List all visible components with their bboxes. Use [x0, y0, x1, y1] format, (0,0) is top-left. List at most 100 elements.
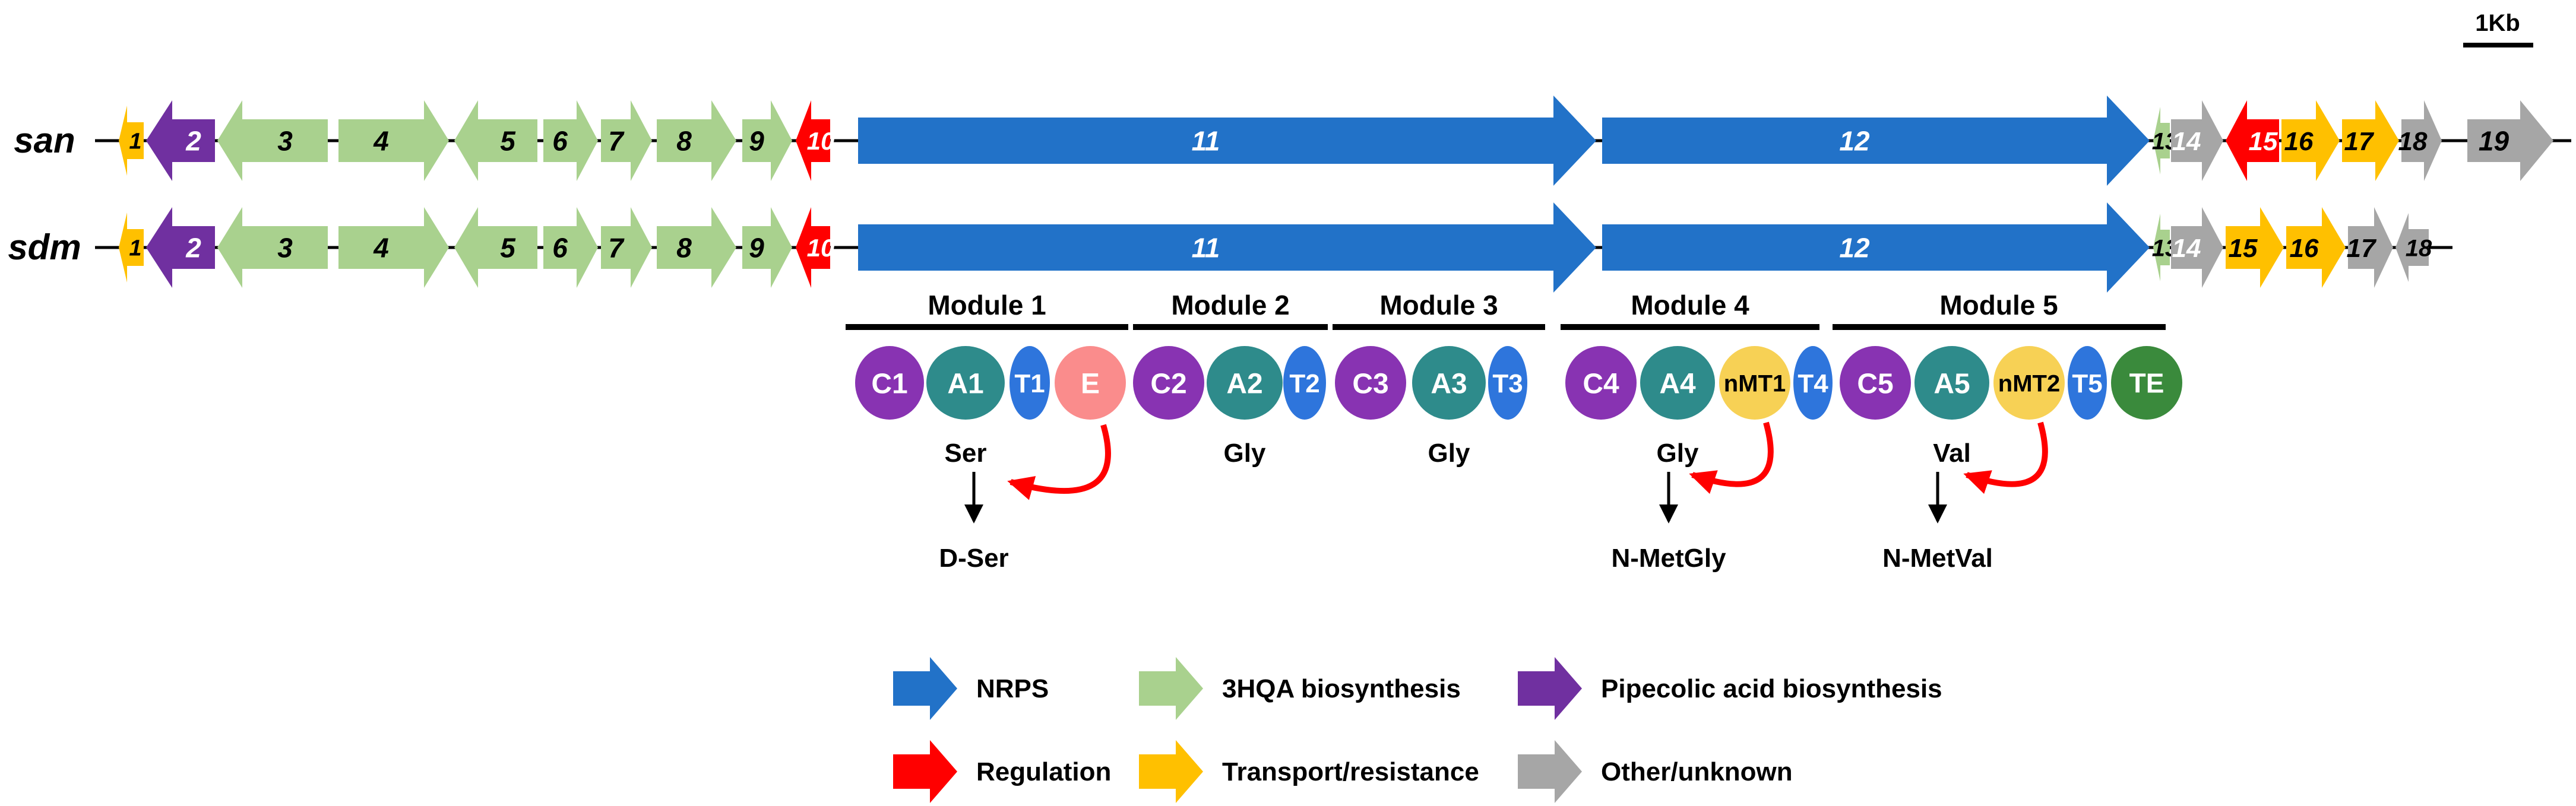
legend-item-other: Other/unknown: [1518, 740, 1793, 803]
gene-number-san-7: 7: [608, 126, 625, 157]
tailoring-red-arrow-1: [1007, 424, 1111, 500]
gene-number-sdm-6: 6: [552, 233, 568, 264]
product-label-1: D-Ser: [939, 544, 1008, 573]
gene-number-sdm-12: 12: [1839, 233, 1870, 264]
gene-arrow-sdm-16: [2286, 207, 2346, 288]
gene-number-san-3: 3: [277, 126, 293, 157]
domain-A5: [1914, 346, 1989, 420]
domain-T1: [1009, 346, 1050, 420]
gene-number-san-14: 14: [2172, 127, 2201, 156]
legend-arrow-icon-pipecolic: [1518, 657, 1582, 720]
legend-item-regulation: Regulation: [893, 740, 1111, 803]
gene-number-sdm-1: 1: [129, 236, 141, 261]
gene-arrow-san-14: [2171, 100, 2223, 181]
domain-TE: [2111, 346, 2182, 420]
domain-label-A1: A1: [947, 368, 983, 399]
gene-arrow-sdm-11: [858, 202, 1596, 293]
gene-arrow-sdm-1: [119, 212, 144, 283]
gene-number-san-11: 11: [1192, 126, 1220, 157]
legend-label-hqa: 3HQA biosynthesis: [1222, 674, 1461, 703]
legend-arrow-icon-regulation: [893, 740, 957, 803]
gene-number-sdm-14: 14: [2172, 234, 2201, 263]
legend-arrow-icon-nrps: [893, 657, 957, 720]
gene-arrow-sdm-13: [2153, 214, 2170, 281]
gene-number-san-1: 1: [129, 129, 141, 154]
gene-arrow-san-2: [146, 100, 215, 181]
gene-number-san-6: 6: [552, 126, 568, 157]
domain-A1: [926, 346, 1005, 420]
domain-label-A5: A5: [1933, 368, 1970, 399]
gene-number-san-8: 8: [676, 126, 692, 157]
gene-number-sdm-11: 11: [1192, 233, 1220, 264]
gene-number-san-17: 17: [2344, 127, 2375, 156]
gene-arrow-san-11: [858, 96, 1596, 186]
gene-number-san-18: 18: [2398, 127, 2428, 156]
gene-arrow-san-19: [2467, 100, 2553, 181]
gene-arrow-san-16: [2281, 100, 2340, 181]
gene-number-sdm-8: 8: [676, 233, 692, 264]
legend-item-pipecolic: Pipecolic acid biosynthesis: [1518, 657, 1942, 720]
gene-arrow-sdm-7: [601, 207, 652, 288]
gene-arrow-san-12: [1602, 96, 2150, 186]
gene-arrow-sdm-9: [742, 207, 792, 288]
module-label-5: Module 5: [1939, 290, 2058, 321]
domain-label-C1: C1: [871, 368, 907, 399]
legend-label-regulation: Regulation: [976, 757, 1111, 786]
domain-label-C3: C3: [1352, 368, 1388, 399]
domain-C3: [1335, 346, 1406, 420]
legend-label-other: Other/unknown: [1601, 757, 1793, 786]
gene-arrow-san-10: [796, 100, 830, 181]
domain-nMT1: [1719, 346, 1790, 420]
gene-arrow-san-17: [2342, 100, 2399, 181]
domain-A3: [1412, 346, 1486, 420]
cluster-label-sdm: sdm: [8, 227, 81, 267]
gene-number-sdm-16: 16: [2290, 234, 2319, 263]
gene-arrow-sdm-17: [2348, 207, 2393, 288]
domain-label-A3: A3: [1431, 368, 1467, 399]
gene-arrow-san-4: [338, 100, 449, 181]
product-group-1: D-Ser: [939, 424, 1111, 573]
gene-arrow-san-6: [543, 100, 598, 181]
substrate-label-module-2: Gly: [1224, 439, 1266, 468]
gene-number-san-4: 4: [373, 126, 389, 157]
gene-number-san-5: 5: [500, 126, 516, 157]
product-label-3: N-MetVal: [1882, 544, 1993, 573]
domain-E: [1055, 346, 1126, 420]
domain-label-nMT2: nMT2: [1998, 370, 2060, 396]
gene-arrow-sdm-14: [2171, 207, 2223, 288]
domain-label-C4: C4: [1583, 368, 1619, 399]
domain-label-T2: T2: [1289, 369, 1319, 398]
substrate-label-module-4: Gly: [1657, 439, 1699, 468]
product-group-3: N-MetVal: [1882, 421, 2048, 573]
gene-number-sdm-17: 17: [2347, 234, 2377, 263]
gene-number-san-2: 2: [185, 126, 201, 157]
module-label-2: Module 2: [1171, 290, 1289, 321]
domain-C5: [1840, 346, 1911, 420]
gene-arrow-san-8: [657, 100, 736, 181]
domain-T2: [1283, 346, 1326, 420]
gene-number-san-12: 12: [1839, 126, 1870, 157]
legend-item-transport: Transport/resistance: [1139, 740, 1479, 803]
gene-number-san-10: 10: [807, 127, 835, 155]
domain-label-T4: T4: [1797, 369, 1828, 398]
tailoring-red-arrow-2: [1689, 421, 1774, 494]
gene-number-sdm-2: 2: [185, 233, 201, 264]
domain-label-C2: C2: [1150, 368, 1186, 399]
gene-number-san-15: 15: [2249, 127, 2278, 156]
legend-arrow-icon-hqa: [1139, 657, 1203, 720]
cluster-label-san: san: [14, 120, 75, 160]
domain-label-A4: A4: [1659, 368, 1696, 399]
substrate-label-module-3: Gly: [1428, 439, 1470, 468]
scale-bar: 1Kb: [2463, 10, 2533, 47]
legend-item-hqa: 3HQA biosynthesis: [1139, 657, 1461, 720]
gene-arrow-sdm-15: [2226, 207, 2284, 288]
module-label-3: Module 3: [1379, 290, 1498, 321]
gene-number-san-16: 16: [2284, 127, 2314, 156]
